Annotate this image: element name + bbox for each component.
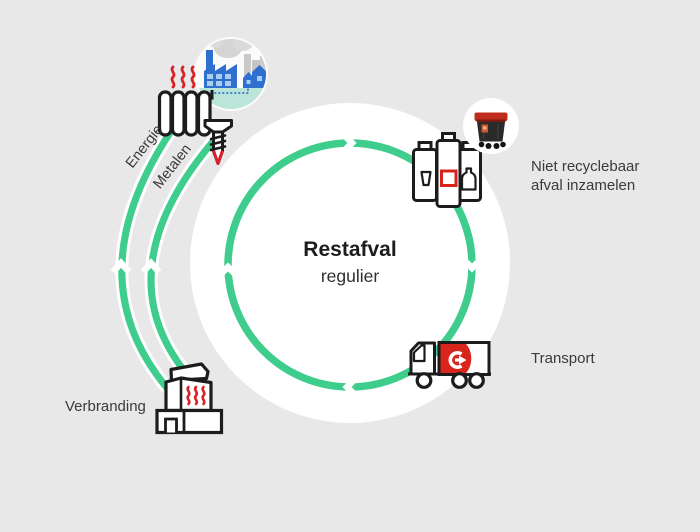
energy-arrow-gap xyxy=(110,258,132,275)
metals-arrow-gap xyxy=(140,258,162,275)
incinerator-building-icon xyxy=(155,362,224,435)
collect-label-line1: Niet recyclebaar xyxy=(531,158,640,175)
collect-label: Niet recyclebaar afval inzamelen xyxy=(531,157,639,195)
transport-label: Transport xyxy=(531,350,595,367)
rollcontainer-badge-icon xyxy=(463,98,519,154)
ring-arrow-top xyxy=(340,131,357,155)
incineration-label: Verbranding xyxy=(65,398,146,415)
collect-label-line2: afval inzamelen xyxy=(531,177,636,194)
ring-arrow-right xyxy=(460,256,484,273)
truck-icon xyxy=(408,341,491,389)
cycle-subtitle: regulier xyxy=(320,266,380,286)
ring-arrow-left xyxy=(216,262,240,279)
ring-arrow-bottom xyxy=(342,375,359,399)
cycle-ring xyxy=(216,131,484,399)
brand-logo xyxy=(448,351,467,369)
red-square-glyph xyxy=(440,169,458,187)
cycle-title: Restafval xyxy=(303,238,397,261)
screw-icon xyxy=(203,119,233,165)
energy-arc xyxy=(115,106,192,393)
bottle-glyph xyxy=(460,167,477,191)
center-label: Restafval regulier xyxy=(250,238,450,287)
waste-containers-icon xyxy=(412,132,482,208)
cup-glyph xyxy=(420,170,432,187)
factory-city-badge-icon xyxy=(194,37,268,111)
radiator-icon xyxy=(157,65,214,137)
